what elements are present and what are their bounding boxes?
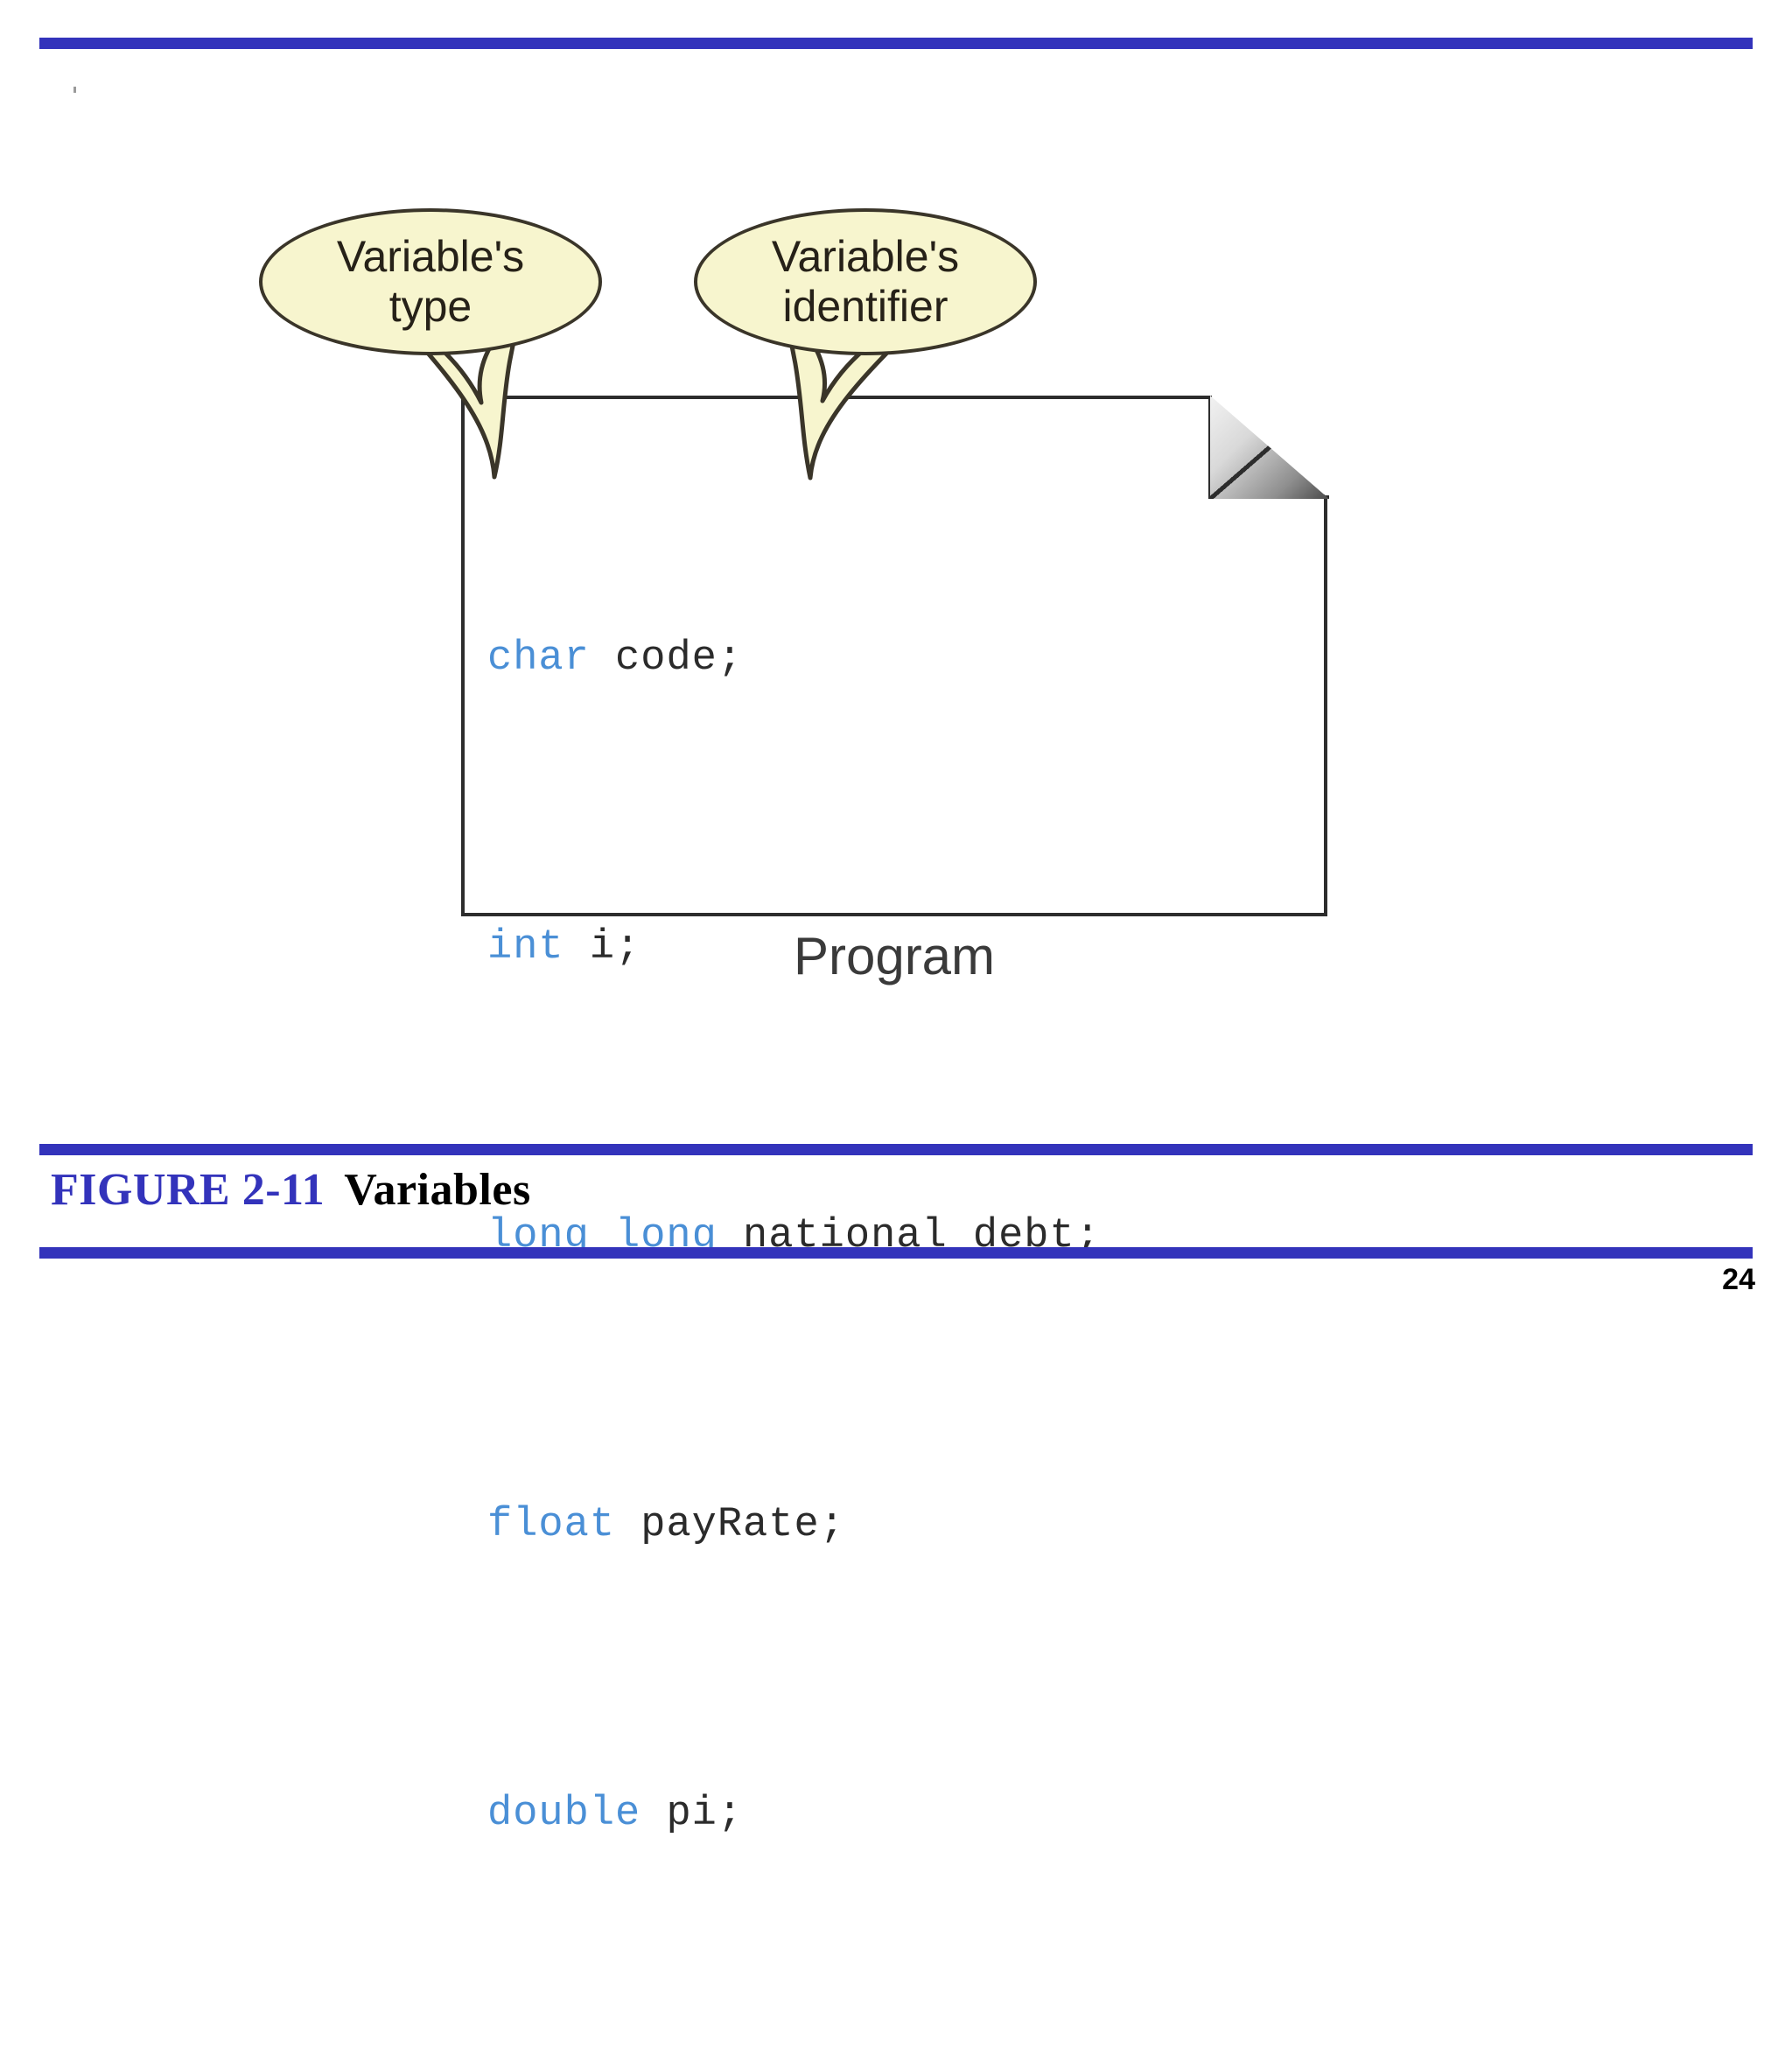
code-line: char code; — [487, 611, 1301, 707]
callout-line-1: Variable's — [336, 232, 525, 281]
code-keyword: int — [487, 924, 564, 971]
code-rest: payRate; — [615, 1502, 845, 1548]
figure-number: FIGURE 2-11 — [51, 1165, 326, 1215]
stray-mark — [74, 87, 76, 93]
code-listing: char code; int i; long long national_deb… — [487, 418, 1301, 2055]
callout-line-2: identifier — [782, 282, 948, 331]
page-number: 24 — [1722, 1263, 1755, 1296]
caption-bottom-rule — [39, 1247, 1753, 1259]
code-keyword: double — [487, 1791, 641, 1837]
callout-line-2: type — [388, 282, 472, 331]
caption-top-rule — [39, 1144, 1753, 1155]
code-line: long long national_debt; — [487, 1189, 1301, 1285]
callout-line-1: Variable's — [771, 232, 960, 281]
code-rest: i; — [564, 924, 641, 971]
figure-graphic: char code; int i; long long national_deb… — [259, 208, 1329, 1837]
code-line: double pi; — [487, 1766, 1301, 1862]
program-document — [461, 396, 1327, 916]
code-rest: code; — [589, 635, 744, 682]
callout-bubble-variable-type: Variable's type — [259, 208, 602, 355]
program-label: Program — [793, 927, 996, 985]
code-keyword: float — [487, 1502, 616, 1548]
slide-top-rule — [39, 38, 1753, 49]
callout-bubble-variable-identifier: Variable's identifier — [694, 208, 1037, 355]
code-keyword: char — [487, 635, 590, 682]
code-line: int i; — [487, 900, 1301, 996]
figure-caption: FIGURE 2-11 Variables — [51, 1164, 531, 1216]
code-line: float payRate; — [487, 1477, 1301, 1574]
code-rest: pi; — [640, 1791, 744, 1837]
figure-title: Variables — [344, 1165, 531, 1215]
